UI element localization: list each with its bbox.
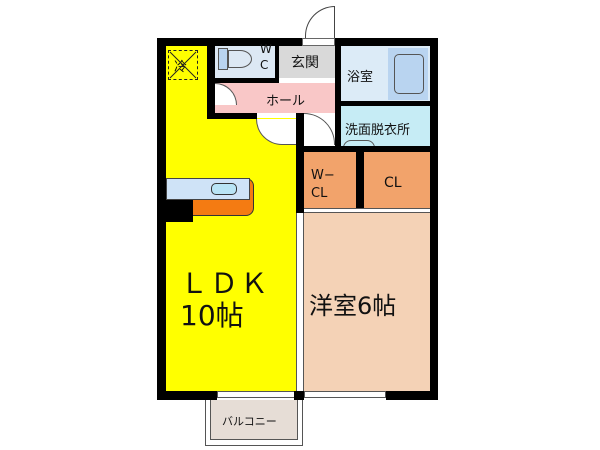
washroom-door[interactable]	[304, 113, 335, 145]
western-window[interactable]	[304, 391, 386, 398]
window-divider-post	[294, 391, 304, 400]
closet-divider	[356, 146, 364, 208]
wc-wall-left	[207, 46, 215, 118]
wc-label-c: C	[260, 58, 269, 72]
wc-label-w: W	[260, 42, 272, 56]
fridge-space	[168, 50, 198, 80]
bathtub-basin	[394, 54, 424, 94]
room-walk-in-closet	[304, 152, 356, 208]
outer-wall-right	[430, 38, 438, 400]
room-entrance	[279, 46, 335, 78]
closet-doors[interactable]	[304, 208, 430, 213]
entrance-door[interactable]	[305, 6, 335, 38]
bath-wall-left	[335, 46, 341, 146]
entrance-door-opening	[302, 38, 335, 46]
wic-label-line1: W−	[311, 168, 335, 183]
room-western	[304, 213, 430, 391]
outer-wall-top	[157, 38, 438, 46]
western-room-label: 洋室6帖	[309, 292, 397, 320]
washroom-label: 洗面脱衣所	[345, 123, 411, 138]
kitchen-stove-block	[163, 200, 193, 222]
hall-label: ホール	[266, 94, 306, 109]
balcony-label: バルコニー	[222, 415, 277, 428]
bath-label: 浴室	[347, 70, 374, 85]
toilet-bowl	[228, 50, 252, 68]
room-washroom	[341, 106, 430, 146]
ldk-window[interactable]	[217, 391, 297, 398]
closet-label: CL	[384, 175, 402, 191]
hall-wall-bottom	[207, 113, 257, 119]
wc-wall-bottom	[215, 78, 279, 83]
sliding-door-partition[interactable]	[296, 213, 304, 391]
bath-wall-bottom	[341, 101, 430, 106]
toilet-tank	[218, 48, 228, 70]
wc-wall-right	[275, 46, 279, 84]
entrance-label: 玄関	[291, 55, 319, 71]
outer-wall-left	[157, 38, 166, 400]
room-balcony	[210, 400, 298, 440]
ldk-label-line2: 10帖	[180, 299, 244, 332]
wic-label-line2: CL	[311, 186, 328, 201]
kitchen-sink	[211, 183, 237, 195]
kitchen-sink-counter	[166, 178, 250, 200]
ldk-right-wall	[296, 113, 304, 213]
outer-wall-bottom-right	[386, 391, 438, 400]
fridge-x-icon	[169, 51, 197, 79]
room-closet	[364, 152, 430, 208]
ldk-label-line1: ＬＤＫ	[180, 267, 271, 300]
outer-wall-bottom-left	[157, 391, 217, 400]
